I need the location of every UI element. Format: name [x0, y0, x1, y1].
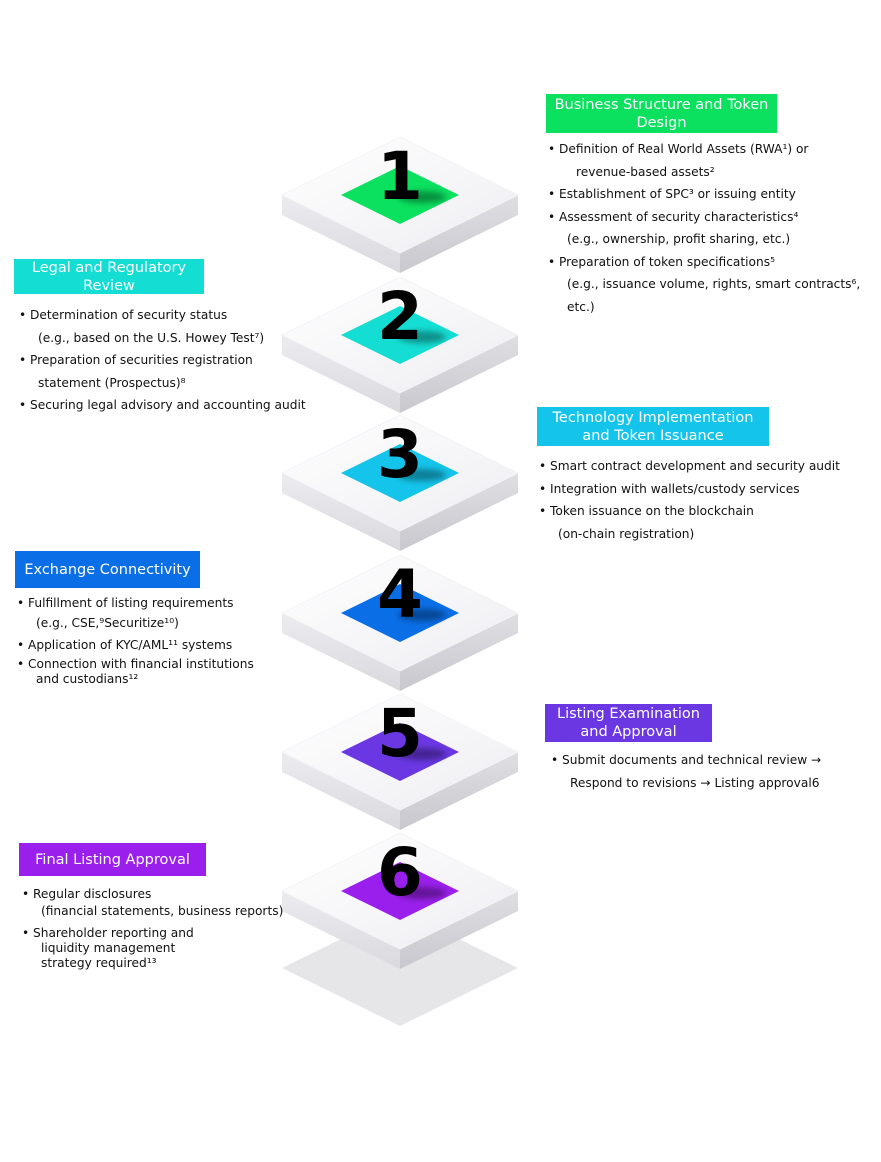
- platform-left-face: [282, 891, 400, 969]
- step-1-platform: 1: [280, 136, 520, 273]
- platform-left-face: [282, 195, 400, 273]
- step-2-bullets: Determination of security status(e.g., b…: [19, 304, 319, 417]
- list-item: Connection with financial institutionsan…: [17, 657, 307, 687]
- step-3-number: 3: [377, 416, 423, 493]
- list-item: Integration with wallets/custody service…: [539, 478, 859, 501]
- list-item: Token issuance on the blockchain(on-chai…: [539, 500, 859, 545]
- number-shadow: [398, 191, 446, 203]
- step-4-title: Exchange Connectivity: [15, 551, 200, 588]
- step-5-bullets: Submit documents and technical review →R…: [551, 749, 871, 794]
- step-2-platform: 2: [280, 276, 520, 413]
- number-shadow: [398, 469, 446, 481]
- list-item: Securing legal advisory and accounting a…: [19, 394, 319, 417]
- list-item: Submit documents and technical review →R…: [551, 749, 871, 794]
- step-1-number: 1: [377, 138, 423, 215]
- step-2-number: 2: [377, 278, 423, 355]
- step-4-bullets: Fulfillment of listing requirements(e.g.…: [17, 593, 307, 687]
- step-3-title: Technology Implementation and Token Issu…: [537, 407, 769, 446]
- step-1-bullets: Definition of Real World Assets (RWA¹) o…: [548, 138, 878, 318]
- number-shadow: [398, 609, 446, 621]
- list-item: Determination of security status(e.g., b…: [19, 304, 319, 349]
- platform-left-face: [282, 613, 400, 691]
- platform-left-face: [282, 752, 400, 830]
- number-shadow: [398, 748, 446, 760]
- step-6-bullets: Regular disclosures(financial statements…: [22, 886, 302, 971]
- platform-right-face: [400, 613, 518, 691]
- step-3-bullets: Smart contract development and security …: [539, 455, 859, 545]
- list-item: Establishment of SPC³ or issuing entity: [548, 183, 878, 206]
- step-4-platform: 4: [280, 554, 520, 691]
- step-6-title: Final Listing Approval: [19, 843, 206, 876]
- list-item: Preparation of token specifications⁵(e.g…: [548, 251, 878, 319]
- platform-right-face: [400, 335, 518, 413]
- list-item: Assessment of security characteristics⁴(…: [548, 206, 878, 251]
- step-1-title: Business Structure and Token Design: [546, 94, 777, 133]
- step-3-platform: 3: [280, 414, 520, 551]
- list-item: Application of KYC/AML¹¹ systems: [17, 635, 307, 655]
- list-item: Smart contract development and security …: [539, 455, 859, 478]
- list-item: Regular disclosures(financial statements…: [22, 886, 302, 920]
- step-5-title: Listing Examination and Approval: [545, 704, 712, 742]
- list-item: Fulfillment of listing requirements(e.g.…: [17, 593, 307, 633]
- step-4-number: 4: [377, 556, 423, 633]
- step-6-platform: 6: [280, 832, 520, 969]
- platform-left-face: [282, 473, 400, 551]
- platform-right-face: [400, 473, 518, 551]
- list-item: Definition of Real World Assets (RWA¹) o…: [548, 138, 878, 183]
- number-shadow: [398, 331, 446, 343]
- step-5-number: 5: [377, 695, 423, 772]
- platform-right-face: [400, 752, 518, 830]
- list-item: Preparation of securities registrationst…: [19, 349, 319, 394]
- platform-right-face: [400, 195, 518, 273]
- step-5-platform: 5: [280, 693, 520, 830]
- number-shadow: [398, 887, 446, 899]
- platform-right-face: [400, 891, 518, 969]
- step-2-title: Legal and Regulatory Review: [14, 259, 204, 294]
- step-6-number: 6: [377, 834, 423, 911]
